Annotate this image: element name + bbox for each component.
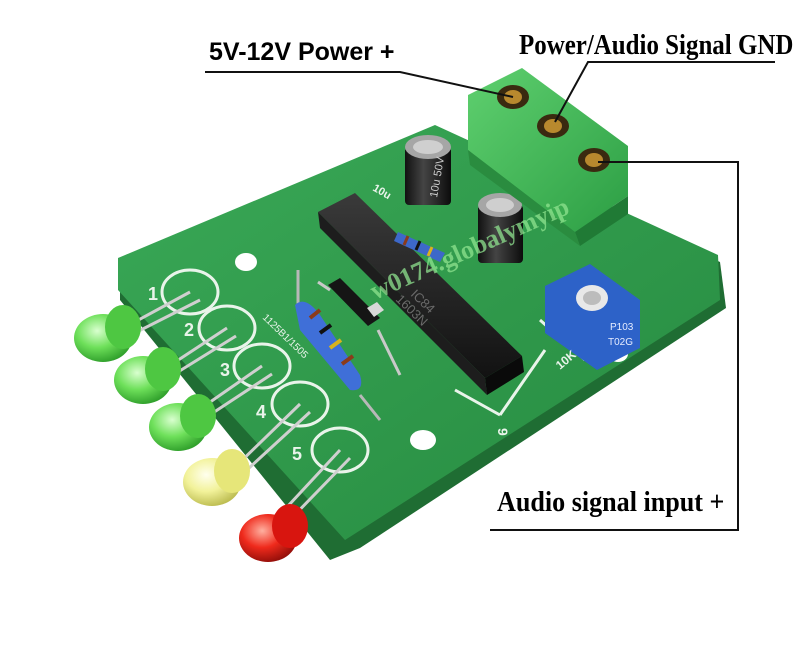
callout-audio-input: Audio signal input + [497,486,725,518]
led-4-yellow [183,449,250,506]
capacitor-2 [478,193,523,263]
led-3-green [149,394,216,451]
resistor-blue [295,270,382,421]
potentiometer: P103 T02G [545,264,640,370]
mount-hole-1 [235,253,257,271]
led-number-2: 2 [184,320,194,340]
terminal-block [468,68,628,246]
callout-power-positive: 5V-12V Power + [209,38,395,66]
led-5-red [239,504,308,562]
resistor-small [394,232,445,262]
pin-label: 9 [495,428,511,436]
led-number-4: 4 [256,402,266,422]
pot-code-2: T02G [608,337,633,348]
led-1-green [74,305,141,362]
led-2-green [114,347,181,404]
pot-code: P103 [610,322,634,333]
capacitor-1: 10u 50V [405,135,451,205]
diode [317,278,402,376]
mount-hole-2 [410,430,436,450]
callout-lines [205,61,775,531]
callout-ground: Power/Audio Signal GND [519,29,794,61]
led-number-1: 1 [148,284,158,304]
led-number-3: 3 [220,360,230,380]
led-number-5: 5 [292,444,302,464]
